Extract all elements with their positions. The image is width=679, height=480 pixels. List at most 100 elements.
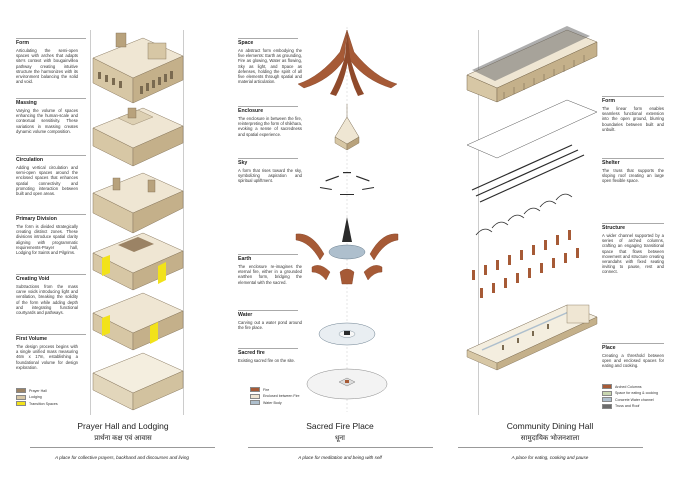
water-pond <box>318 322 376 346</box>
leader-line <box>602 223 664 224</box>
leader-line <box>16 155 86 156</box>
legend-swatch <box>16 394 26 400</box>
right-section-form: Form The linear form enables seamless fu… <box>602 98 664 132</box>
section-body: Subtractions from the mass carve voids i… <box>16 284 78 316</box>
primary-division-model <box>92 232 184 291</box>
leader-line <box>238 106 298 107</box>
left-panel-hindi-title: प्रार्थना कक्ष एवं आवास <box>94 435 152 442</box>
sky-radiating-frames <box>319 172 375 195</box>
dining-hall-form <box>466 26 598 103</box>
section-heading: Circulation <box>16 157 44 163</box>
shelter-purlins <box>471 144 585 203</box>
section-heading: Structure <box>602 225 626 231</box>
left-section-creating-void: Creating Void Subtractions from the mass… <box>16 276 78 315</box>
section-body: The enclosure re-imagines the eternal fi… <box>238 264 302 285</box>
leader-line <box>16 274 86 275</box>
section-body: The design process begins with a single … <box>16 344 78 370</box>
middle-legend: Fire Enclosed between Fire Water Body <box>250 387 300 407</box>
legend-label: Arched Columns <box>615 384 642 389</box>
title-rule <box>30 447 215 448</box>
right-exploded-axonometric <box>466 26 598 371</box>
section-body: Creating a threshold between open and en… <box>602 353 664 369</box>
middle-panel-hindi-title: धूना <box>334 435 345 442</box>
middle-section-space: Space An abstract form embodying the fiv… <box>238 40 302 84</box>
legend-swatch <box>602 397 612 403</box>
right-panel-tagline: A place for eating, cooking and pause <box>511 455 589 460</box>
left-exploded-axonometric <box>92 32 184 411</box>
title-rule <box>248 447 433 448</box>
guide-line <box>183 30 184 415</box>
right-panel-title: Community Dining Hall <box>506 421 594 431</box>
truss-row <box>475 193 573 236</box>
legend-label: Prayer Hall <box>29 388 47 393</box>
legend-label: Enclosed between Fire <box>263 394 300 399</box>
left-section-circulation: Circulation Adding vertical circulation … <box>16 157 78 196</box>
legend-label: Water Body <box>263 400 282 405</box>
leader-line <box>238 254 298 255</box>
section-heading: Form <box>602 98 615 104</box>
place-base <box>466 304 598 371</box>
right-panel-hindi-title: सामुदायिक भोजनशाला <box>520 435 580 442</box>
left-panel-title: Prayer Hall and Lodging <box>77 421 169 431</box>
section-heading: Primary Division <box>16 216 57 222</box>
section-body: An abstract form embodying the five elem… <box>238 48 302 85</box>
legend-swatch <box>602 403 612 409</box>
legend-label: Lodging <box>29 395 42 400</box>
section-body: The linear form enables seamless functio… <box>602 106 664 132</box>
section-heading: Place <box>602 345 616 351</box>
section-heading: Massing <box>16 100 37 106</box>
section-body: A form that rises toward the sky, symbol… <box>238 168 302 184</box>
middle-panel-title: Sacred Fire Place <box>306 421 374 431</box>
right-section-structure: Structure A wider channel supported by a… <box>602 225 664 275</box>
legend-swatch <box>602 384 612 389</box>
leader-line <box>238 310 298 311</box>
massing-volume-model <box>92 107 184 167</box>
leader-line <box>16 214 86 215</box>
section-body: Articulating the semi-open spaces with a… <box>16 48 78 85</box>
leader-line <box>16 334 86 335</box>
right-legend: Arched Columns Space for eating & cookin… <box>602 384 658 410</box>
legend-label: Concrete Water channel <box>615 397 654 402</box>
section-heading: Earth <box>238 256 252 262</box>
left-section-primary-division: Primary Division The form is divided str… <box>16 216 78 255</box>
roof-plane <box>466 99 598 159</box>
legend-swatch <box>250 393 260 399</box>
middle-section-sky: Sky A form that rises toward the sky, sy… <box>238 160 302 184</box>
section-body: The truss that supports the sloping roof… <box>602 168 664 184</box>
legend-swatch <box>250 400 260 406</box>
section-body: Varying the volume of spaces enhancing t… <box>16 108 78 134</box>
guide-line <box>478 30 479 415</box>
guide-line <box>90 30 91 415</box>
creating-void-model <box>92 292 184 351</box>
middle-exploded-axonometric <box>295 27 399 412</box>
legend-swatch <box>602 390 612 396</box>
section-heading: Sky <box>238 160 248 166</box>
sacred-fire-base <box>306 368 388 400</box>
left-panel-tagline: A place for collective prayers, backhand… <box>55 455 189 460</box>
section-heading: First Volume <box>16 336 48 342</box>
middle-section-enclosure: Enclosure The enclosure in between the f… <box>238 108 302 137</box>
legend-swatch <box>16 388 26 393</box>
left-section-first-volume: First Volume The design process begins w… <box>16 336 78 370</box>
section-body: A wider channel supported by a series of… <box>602 233 664 275</box>
leader-line <box>16 98 86 99</box>
section-body: Adding vertical circulation and semi-ope… <box>16 165 78 197</box>
legend-label: Fire <box>263 387 270 392</box>
legend-label: Space for eating & cooking <box>615 391 658 396</box>
section-heading: Form <box>16 40 29 46</box>
massing-form-model <box>92 32 184 104</box>
left-section-form: Form Articulating the semi-open spaces w… <box>16 40 78 84</box>
leader-line <box>602 158 664 159</box>
leader-line <box>602 96 664 97</box>
section-body: Existing sacred fire on the site. <box>238 358 296 363</box>
section-body: The form is divided strategically creati… <box>16 224 78 256</box>
right-section-place: Place Creating a threshold between open … <box>602 345 664 369</box>
middle-section-sacred-fire: Sacred fire Existing sacred fire on the … <box>238 350 302 363</box>
section-heading: Creating Void <box>16 276 50 282</box>
section-heading: Water <box>238 312 253 318</box>
section-body: The enclosure in between the fire, reint… <box>238 116 303 137</box>
leader-line <box>238 348 298 349</box>
left-section-massing: Massing Varying the volume of spaces enh… <box>16 100 78 134</box>
title-rule <box>458 447 643 448</box>
